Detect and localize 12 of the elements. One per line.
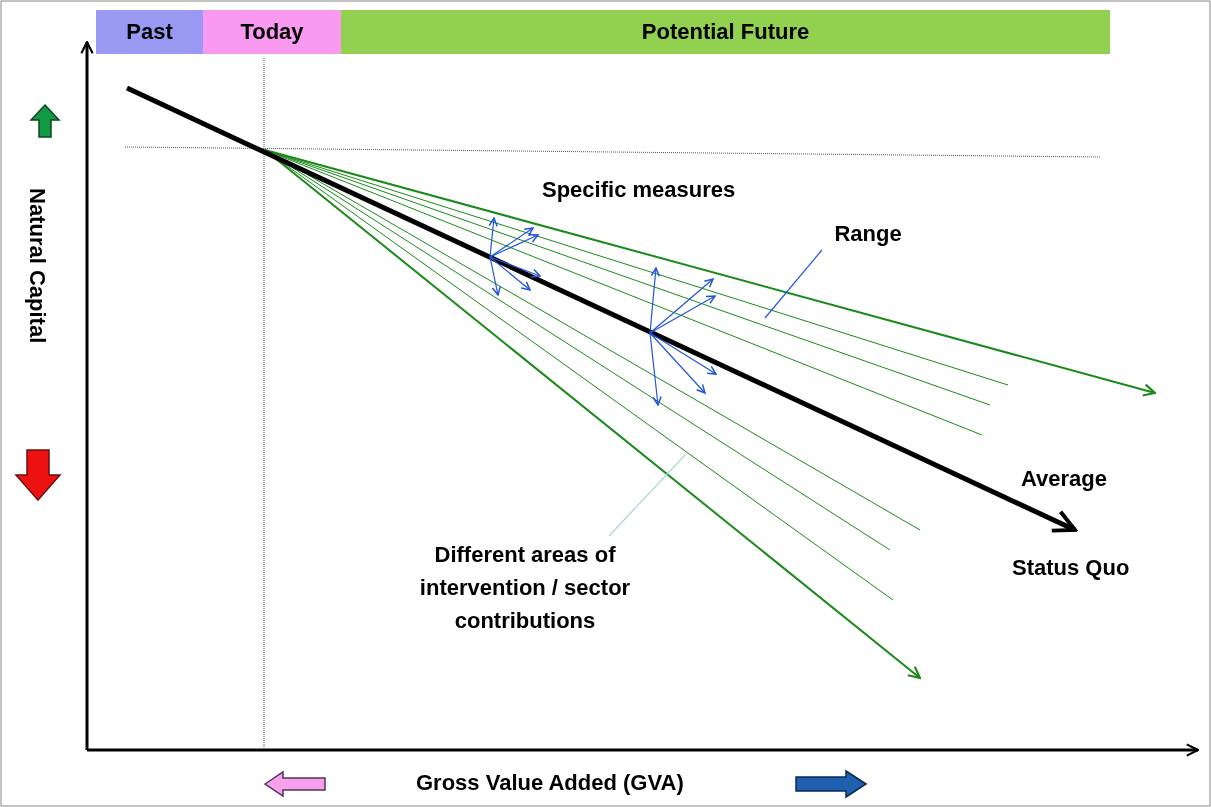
annotation-label: Specific measures — [542, 177, 736, 203]
timeline-band: Potential Future — [341, 10, 1110, 54]
range-label: Range — [820, 218, 916, 250]
axis-title: Natural Capital — [24, 188, 50, 344]
timeline-band: Today — [203, 10, 341, 54]
annotation-label: Status Quo — [1012, 555, 1130, 581]
leader-line — [764, 249, 823, 319]
annotation-label: Average — [1021, 466, 1107, 492]
leader-line — [608, 454, 686, 537]
intervention-areas-label: Different areas of intervention / sector contributions — [385, 536, 665, 638]
axis-title: Gross Value Added (GVA) — [416, 770, 684, 796]
timeline-band: Past — [96, 10, 203, 54]
